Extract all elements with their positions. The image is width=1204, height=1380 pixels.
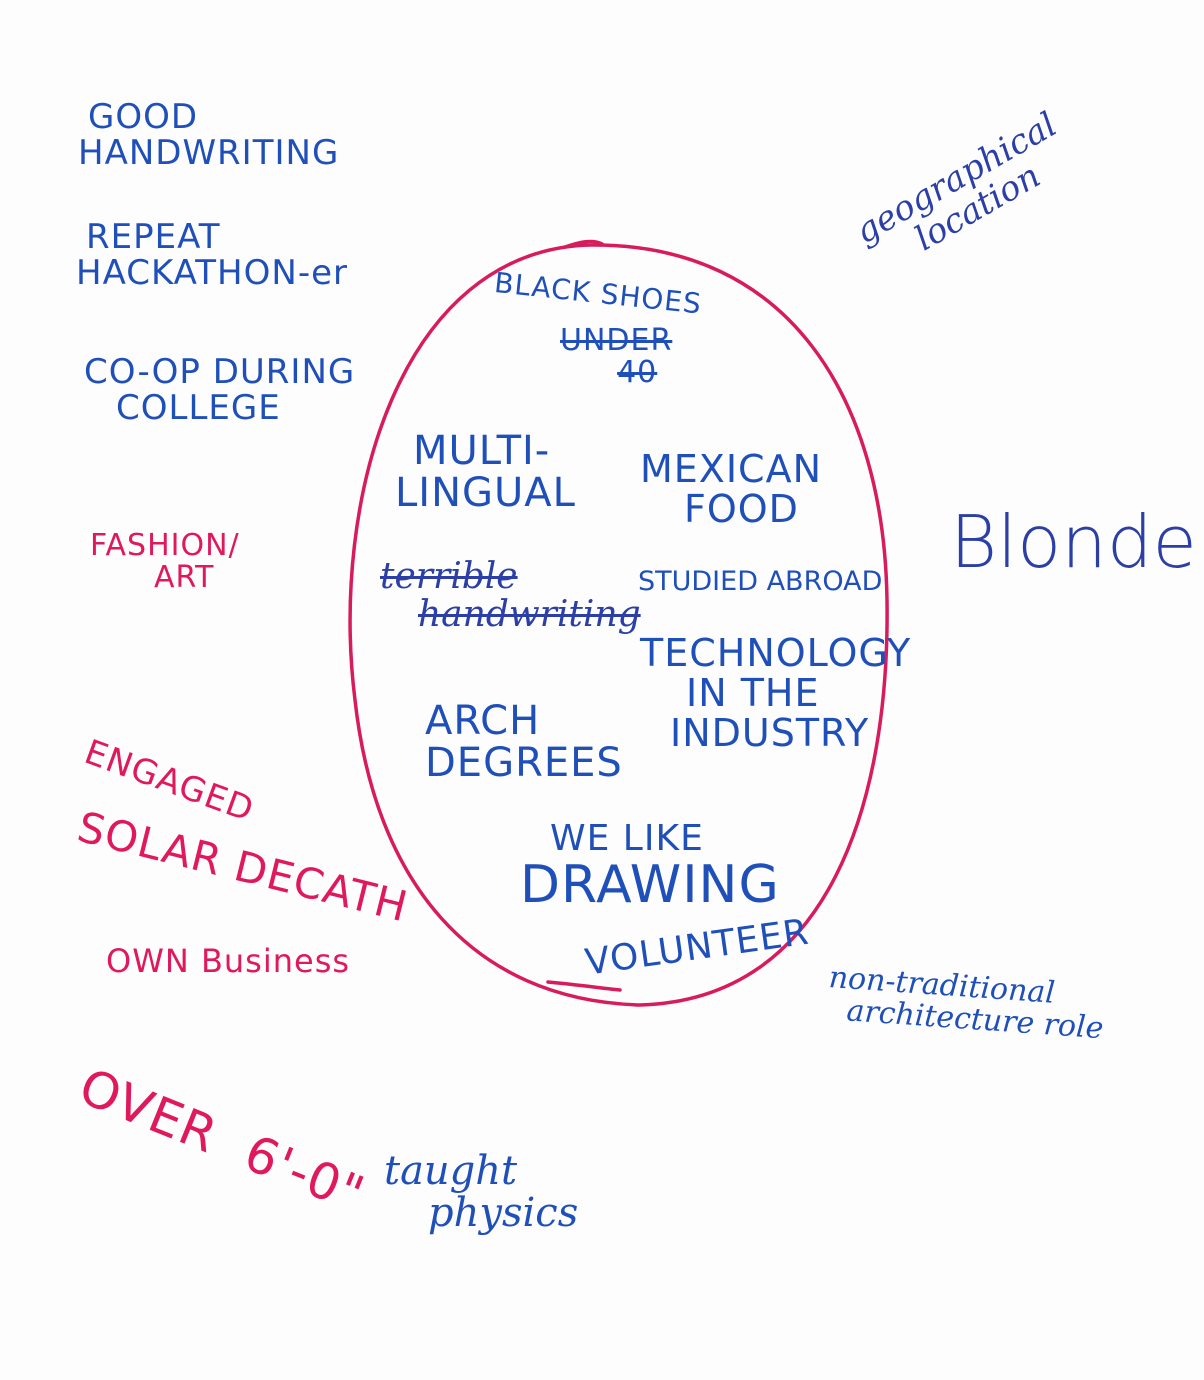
note-multilingual: MULTI- LINGUAL — [395, 430, 576, 514]
note-line: UNDER — [560, 323, 673, 358]
note-volunteer: VOLUNTEER — [582, 911, 812, 984]
note-line: OVER — [71, 1057, 226, 1165]
note-line: COLLEGE — [116, 387, 281, 428]
note-line: taught — [384, 1148, 518, 1194]
note-under-40: UNDER 40 — [560, 325, 672, 388]
note-own-business: OWN Business — [106, 942, 351, 980]
note-line: HACKATHON-er — [76, 252, 348, 293]
note-line: OWN Business — [106, 942, 351, 980]
note-line: FOOD — [684, 486, 799, 531]
note-terrible-handwriting: terrible handwriting — [380, 558, 641, 634]
circle-top-hook — [563, 239, 604, 249]
note-black-shoes: BLACK SHOES — [492, 266, 704, 321]
note-geographical-location: geographical location — [849, 105, 1081, 282]
note-line: HANDWRITING — [78, 132, 340, 173]
note-line: IN THE — [686, 670, 820, 715]
circle-overlap-stroke — [546, 980, 622, 992]
note-line: DRAWING — [520, 854, 780, 915]
note-line: 6'-0" — [236, 1123, 373, 1224]
note-line: WE LIKE — [550, 818, 704, 859]
note-line: ART — [154, 559, 215, 595]
note-line: MEXICAN — [640, 447, 822, 491]
note-line: terrible — [380, 556, 518, 597]
note-line: MULTI- — [413, 428, 551, 474]
note-studied-abroad: STUDIED ABROAD — [638, 566, 883, 597]
note-line: INDUSTRY — [670, 710, 870, 755]
note-over-six-feet: OVER 6'-0" — [71, 1057, 373, 1224]
note-line: STUDIED ABROAD — [638, 566, 883, 597]
note-line: CO-OP DURING — [84, 352, 356, 392]
note-line: FASHION/ — [90, 528, 240, 563]
note-line: ARCH — [425, 698, 541, 744]
note-technology-industry: TECHNOLOGY IN THE INDUSTRY — [640, 631, 912, 755]
note-line: physics — [428, 1190, 579, 1236]
note-line: DEGREES — [425, 740, 623, 786]
note-coop-during-college: CO-OP DURING COLLEGE — [84, 352, 356, 428]
note-blonde: Blonde — [950, 504, 1197, 581]
note-line: GOOD — [88, 97, 199, 137]
note-line: LINGUAL — [395, 470, 576, 516]
note-non-traditional-role: non-traditional architecture role — [826, 960, 1107, 1046]
note-line: VOLUNTEER — [582, 911, 812, 984]
note-taught-physics: taught physics — [384, 1150, 578, 1234]
note-line: handwriting — [418, 593, 641, 635]
note-line: REPEAT — [86, 217, 221, 257]
note-fashion-art: FASHION/ ART — [90, 530, 240, 593]
note-line: 40 — [617, 354, 658, 390]
note-arch-degrees: ARCH DEGREES — [425, 700, 623, 784]
note-repeat-hackathoner: REPEAT HACKATHON-er — [76, 217, 348, 293]
note-we-like-drawing: WE LIKE DRAWING — [520, 820, 780, 912]
note-line: BLACK SHOES — [492, 266, 704, 321]
note-good-handwriting: GOOD HANDWRITING — [78, 97, 340, 173]
note-line: TECHNOLOGY — [640, 631, 912, 675]
note-mexican-food: MEXICAN FOOD — [640, 447, 822, 531]
note-line: Blonde — [950, 500, 1197, 584]
